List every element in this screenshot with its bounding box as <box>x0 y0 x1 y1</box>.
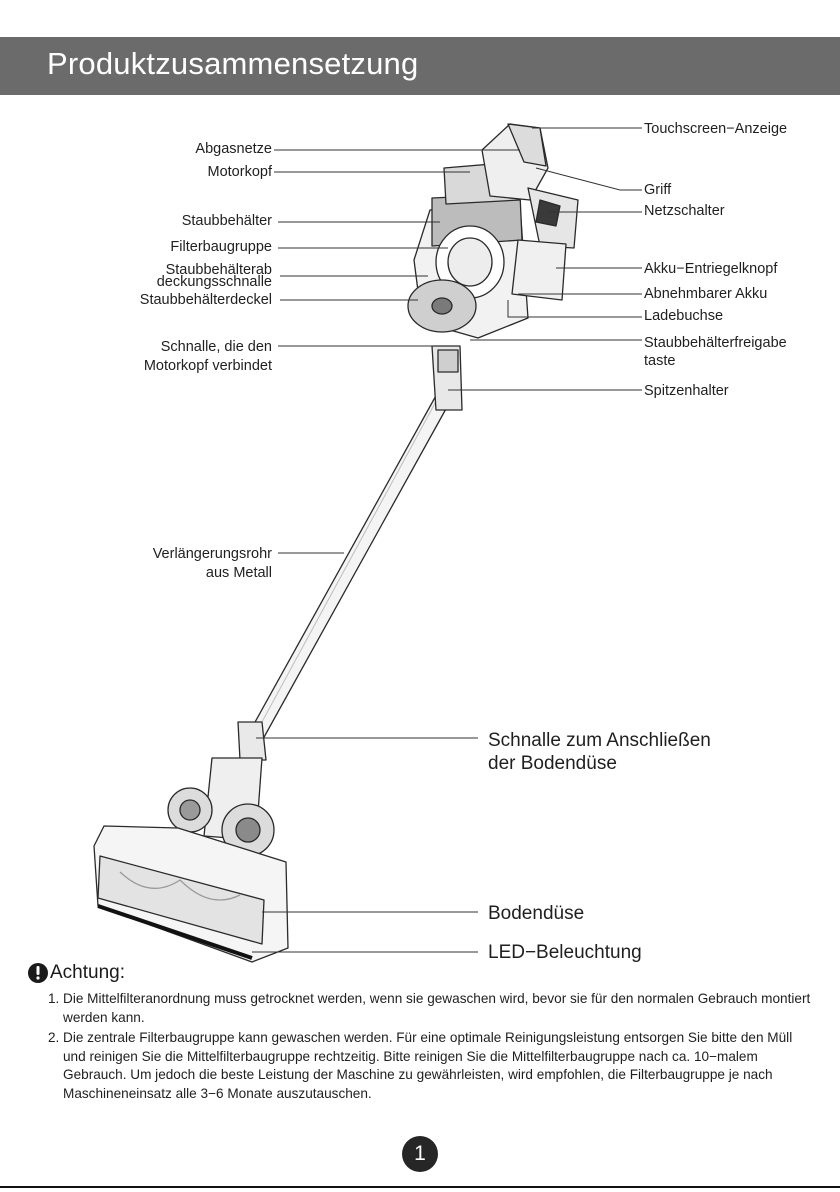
label-abdeckungsschnalle-line2: deckungsschnalle <box>156 274 272 290</box>
notice-section: Achtung: 1.Die Mittelfilteranordnung mus… <box>28 962 818 1103</box>
touchscreen-display <box>507 123 547 167</box>
label-schnalle-bodenduese-line1: Schnalle zum Anschließen <box>488 730 711 751</box>
bottom-divider <box>0 1186 840 1188</box>
brush-roller <box>97 855 265 945</box>
label-spitzenhalter: Spitzenhalter <box>644 383 729 399</box>
label-schnalle-motorkopf-line2: Motorkopf verbindet <box>143 358 272 374</box>
notice-title: Achtung: <box>50 962 125 983</box>
label-netzschalter: Netzschalter <box>644 203 725 219</box>
page-title: Produktzusammensetzung <box>47 46 419 81</box>
label-bodenduese: Bodendüse <box>488 903 585 924</box>
notice-item-number: 2. <box>48 1030 60 1045</box>
label-akku-entriegel: Akku−Entriegelknopf <box>644 261 778 277</box>
label-freigabetaste: Staubbehälterfreigabe taste <box>644 334 787 370</box>
exclamation-icon <box>28 963 48 983</box>
vacuum-diagram <box>93 123 642 963</box>
label-freigabetaste-line1: Staubbehälterfreigabe <box>644 335 787 351</box>
notice-item: 2.Die zentrale Filterbaugruppe kann gewa… <box>48 1029 818 1103</box>
extension-tube <box>243 391 453 749</box>
notice-header: Achtung: <box>28 962 818 984</box>
label-staubbehaelter: Staubbehälter <box>181 213 272 229</box>
page-number: 1 <box>402 1136 438 1172</box>
label-filterbaugruppe: Filterbaugruppe <box>170 239 272 255</box>
notice-item-number: 1. <box>48 991 60 1006</box>
notice-item-text: Die zentrale Filterbaugruppe kann gewasc… <box>63 1030 793 1101</box>
label-motorkopf: Motorkopf <box>207 164 272 180</box>
notice-list: 1.Die Mittelfilteranordnung muss getrock… <box>28 990 818 1103</box>
label-abgasnetze: Abgasnetze <box>195 141 272 157</box>
label-schnalle-motorkopf-line1: Schnalle, die den <box>160 339 272 355</box>
label-verlaengerungsrohr-line1: Verlängerungsrohr <box>152 546 272 562</box>
label-ladebuchse: Ladebuchse <box>644 308 724 324</box>
notice-item: 1.Die Mittelfilteranordnung muss getrock… <box>48 990 818 1027</box>
label-led: LED−Beleuchtung <box>488 942 642 963</box>
label-freigabetaste-line2: taste <box>644 353 676 369</box>
label-schnalle-bodenduese-line2: der Bodendüse <box>488 753 617 774</box>
label-abdeckungsschnalle: Staubbehälterab deckungsschnalle <box>156 262 272 290</box>
label-touchscreen: Touchscreen−Anzeige <box>644 121 788 137</box>
label-staubbehaelterdeckel: Staubbehälterdeckel <box>139 292 272 308</box>
label-verlaengerungsrohr: Verlängerungsrohr aus Metall <box>153 545 272 583</box>
label-schnalle-motorkopf: Schnalle, die den Motorkopf verbindet <box>144 338 272 376</box>
vacuum-illustration <box>93 123 579 963</box>
notice-item-text: Die Mittelfilteranordnung muss getrockne… <box>63 991 811 1025</box>
floor-nozzle-buckle <box>237 721 267 761</box>
page-header: Produktzusammensetzung <box>0 37 840 95</box>
label-abnehmbarer-akku: Abnehmbarer Akku <box>644 286 768 302</box>
label-schnalle-bodenduese: Schnalle zum Anschließen der Bodendüse <box>488 729 711 775</box>
label-griff: Griff <box>644 182 672 198</box>
led-strip <box>97 904 253 960</box>
label-abdeckungsschnalle-line1: Staubbehälterab <box>165 262 272 278</box>
battery-pack <box>511 239 567 301</box>
leader-lines <box>252 127 642 953</box>
label-verlaengerungsrohr-line2: aus Metall <box>205 565 272 581</box>
